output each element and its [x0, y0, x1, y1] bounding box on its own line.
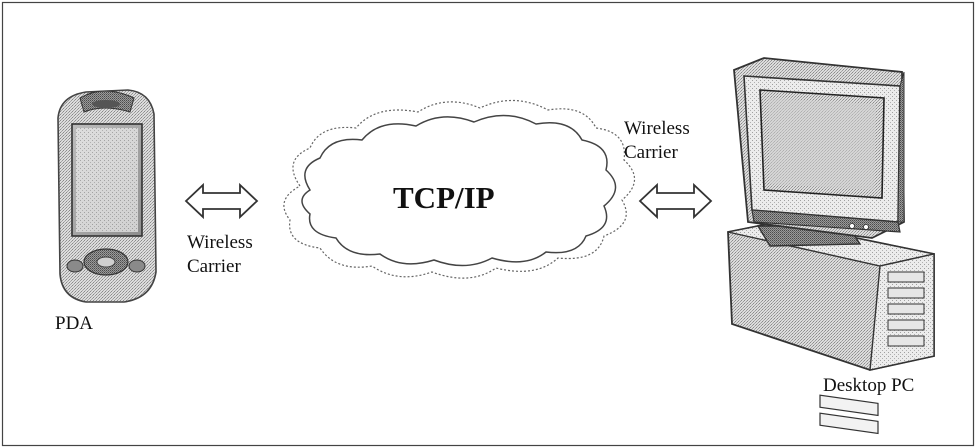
desktop-pc-icon [727, 57, 935, 435]
desktop-pc-label: Desktop PC [823, 375, 915, 396]
pda-label: PDA [55, 313, 94, 334]
pda-device-icon [57, 89, 157, 303]
left-link-label-line2: Carrier [187, 256, 241, 277]
left-bidirectional-arrow [184, 182, 259, 220]
right-bidirectional-arrow [638, 182, 713, 220]
left-link-label-line1: Wireless [187, 232, 253, 253]
tcp-ip-cloud-icon [283, 99, 636, 279]
right-link-label-line1: Wireless [624, 118, 690, 139]
cloud-label: TCP/IP [393, 180, 495, 215]
right-link-label-line2: Carrier [624, 142, 678, 163]
